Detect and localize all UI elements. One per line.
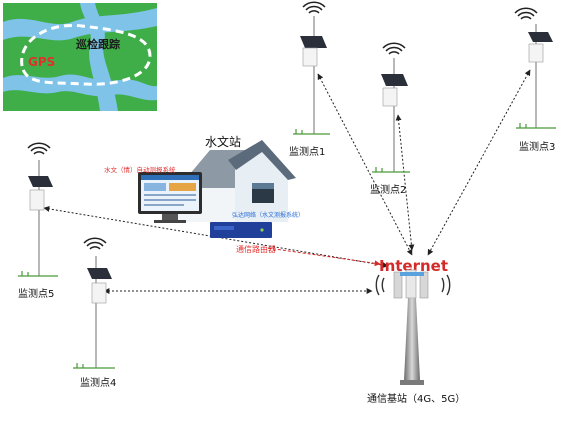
equipment-box <box>29 189 45 211</box>
internet-label: Internet <box>379 257 448 275</box>
software-label: 弘达网络（水文测报系统） <box>232 211 304 219</box>
router-led <box>260 228 264 232</box>
point-label: 监测点5 <box>18 287 54 300</box>
link-point2 <box>395 114 415 251</box>
solar-panel <box>28 176 53 187</box>
monitoring-point-1: 监测点1 <box>289 1 330 158</box>
hydro-station: 水文站 水文（情）自动测报系统 弘达网络（水文测报系统） 通信路由器 <box>104 134 304 254</box>
equipment-box <box>528 43 544 63</box>
screen-panel-b <box>169 183 196 191</box>
signal-waves-left-icon <box>375 274 385 296</box>
equipment-box <box>382 87 398 107</box>
base-station-label: 通信基站（4G、5G） <box>367 392 465 405</box>
base-station: Internet 通信基站（4G、5G） <box>367 257 465 405</box>
monitoring-point-3: 监测点3 <box>514 7 556 153</box>
ground-grass <box>73 363 115 369</box>
point-label: 监测点2 <box>370 183 406 196</box>
tower-base <box>400 380 424 385</box>
pole <box>535 24 537 128</box>
solar-panel <box>87 268 112 279</box>
ground-grass <box>372 167 410 173</box>
monitor-base <box>154 220 186 223</box>
link-point1 <box>317 73 413 256</box>
solar-panel <box>381 74 408 86</box>
antenna-band <box>400 272 424 276</box>
point-label: 监测点1 <box>289 145 325 158</box>
point-label: 监测点4 <box>80 376 116 389</box>
gps-label: GPS <box>28 55 55 69</box>
screen-row-1 <box>144 194 196 196</box>
router-panel <box>214 226 234 230</box>
router-label: 通信路由器 <box>236 244 276 254</box>
ground-grass <box>18 271 58 277</box>
map-inset: GPS 巡检跟踪 <box>3 3 157 111</box>
system-label: 水文（情）自动测报系统 <box>104 165 176 174</box>
signal-icon <box>83 237 107 250</box>
ground-grass <box>516 123 556 129</box>
station-title: 水文站 <box>205 134 241 149</box>
pole <box>393 58 395 172</box>
monitoring-point-4: 监测点4 <box>73 237 116 389</box>
patrol-label: 巡检跟踪 <box>76 37 120 51</box>
link-point3 <box>427 69 531 256</box>
pole <box>313 16 315 134</box>
solar-panel <box>528 32 553 42</box>
house-roof-right <box>228 140 296 180</box>
link-router-internet <box>267 247 381 267</box>
house-window-glare <box>252 183 274 189</box>
equipment-box <box>302 47 318 67</box>
tower <box>404 298 420 380</box>
screen-row-2 <box>144 199 196 201</box>
point-label: 监测点3 <box>519 140 555 153</box>
equipment-box <box>91 282 107 304</box>
screen-panel-a <box>144 183 166 191</box>
monitoring-point-2: 监测点2 <box>370 42 410 196</box>
signal-waves-right-icon <box>441 274 451 296</box>
screen-row-3 <box>144 204 184 206</box>
signal-icon <box>27 142 51 155</box>
patrol-route <box>20 23 152 86</box>
map-river-bottom <box>3 74 157 101</box>
pole <box>95 256 97 368</box>
screen-header <box>141 175 199 180</box>
ground-grass <box>293 129 330 135</box>
monitor-stand <box>162 214 178 220</box>
signal-icon <box>514 7 538 20</box>
monitoring-point-5: 监测点5 <box>18 142 58 300</box>
pole <box>38 160 40 276</box>
signal-icon <box>382 42 406 55</box>
links <box>43 69 531 294</box>
signal-icon <box>302 1 326 14</box>
antenna-left <box>393 271 403 299</box>
solar-panel <box>300 36 327 48</box>
